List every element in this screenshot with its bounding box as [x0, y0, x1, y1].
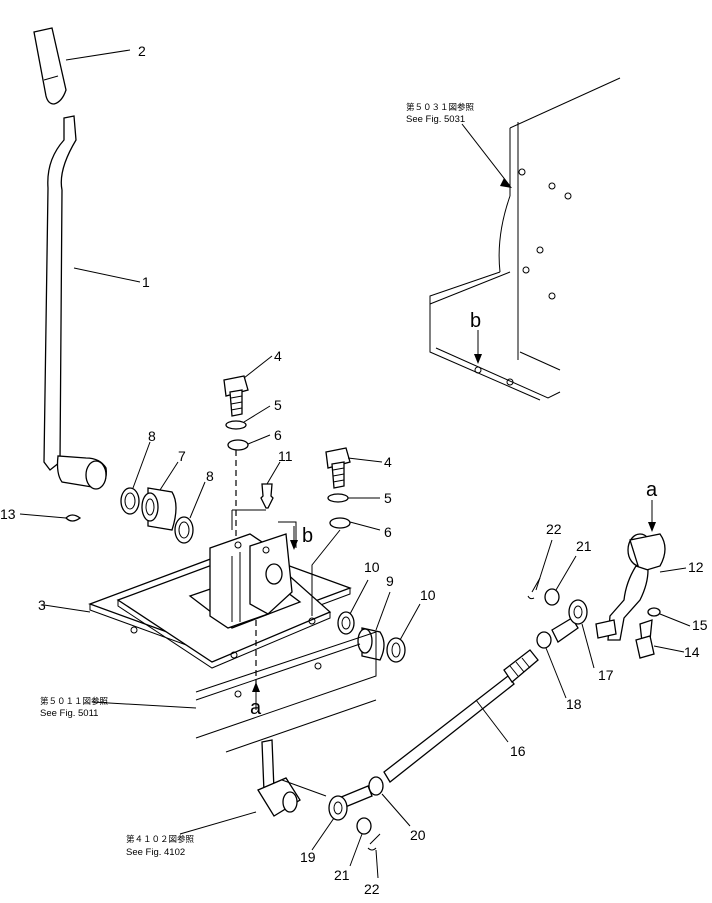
lock-washer-5-right — [327, 493, 349, 503]
nut-21-lower — [356, 817, 372, 835]
callout-3: 3 — [38, 597, 46, 613]
shift-lever — [43, 115, 107, 490]
callout-22-upper: 22 — [546, 521, 562, 537]
reference-letters: a a b b — [250, 310, 658, 719]
grease-fitting-11 — [260, 483, 274, 509]
bracket-housing — [188, 533, 302, 629]
lock-washer-5-upper — [225, 420, 247, 430]
washer-15 — [647, 607, 661, 617]
rod-end-17 — [551, 599, 588, 643]
lever-knob — [33, 27, 67, 105]
callout-1: 1 — [142, 274, 150, 290]
callout-20: 20 — [410, 827, 426, 843]
washer-6-upper — [227, 439, 249, 451]
control-rod-16 — [383, 649, 539, 783]
callout-15: 15 — [692, 617, 708, 633]
ref-4102-en: See Fig. 4102 — [126, 847, 185, 858]
bushing-9 — [357, 627, 385, 661]
callout-6-right: 6 — [384, 524, 392, 540]
callout-8-left: 8 — [148, 428, 156, 444]
figure-references: 第５０３１図参照 See Fig. 5031 第５０１１図参照 See Fig.… — [40, 102, 475, 858]
ref-5031-jp: 第５０３１図参照 — [406, 102, 475, 112]
bushing-10-left — [337, 611, 355, 635]
callout-12: 12 — [688, 559, 704, 575]
cotter-pin-22-lower — [367, 833, 381, 851]
callout-labels: 1 2 3 4 5 6 7 8 8 4 5 6 11 13 10 9 10 22… — [0, 43, 708, 897]
rod-end-19 — [328, 785, 373, 821]
nut-20 — [368, 776, 384, 796]
letter-b-plate: b — [302, 525, 313, 547]
callout-4-upper: 4 — [274, 348, 282, 364]
callout-21-lower: 21 — [334, 867, 350, 883]
callout-10-right: 10 — [420, 587, 436, 603]
callout-19: 19 — [300, 849, 316, 865]
cotter-pin-22-upper — [527, 577, 541, 600]
ref-5011-jp: 第５０１１図参照 — [40, 696, 109, 706]
callout-21-upper: 21 — [576, 538, 592, 554]
callout-6-upper: 6 — [274, 427, 282, 443]
callout-16: 16 — [510, 743, 526, 759]
callout-5-right: 5 — [384, 490, 392, 506]
bushing-10-right — [386, 637, 406, 663]
bolt-14 — [635, 619, 655, 659]
leader-lines — [19, 49, 691, 879]
cab-frame — [429, 77, 621, 401]
callout-2: 2 — [138, 43, 146, 59]
bolt-4-right — [325, 447, 351, 489]
callout-9: 9 — [386, 573, 394, 589]
callout-4-right: 4 — [384, 454, 392, 470]
callout-5-upper: 5 — [274, 397, 282, 413]
letter-a-top: a — [646, 479, 658, 501]
ref-5011-en: See Fig. 5011 — [40, 708, 98, 719]
callout-13: 13 — [0, 506, 16, 522]
callout-8-right: 8 — [206, 468, 214, 484]
ref-5031-en: See Fig. 5031 — [406, 114, 465, 125]
callout-14: 14 — [684, 644, 700, 660]
letter-a-bottom: a — [250, 697, 262, 719]
callout-11: 11 — [278, 448, 293, 464]
needle-bearing-7 — [141, 487, 177, 531]
ref-4102-jp: 第４１０２図参照 — [126, 834, 195, 844]
callout-17: 17 — [598, 667, 614, 683]
arrows — [252, 178, 656, 710]
nut-18 — [536, 631, 552, 649]
key-13 — [65, 514, 82, 522]
callout-7: 7 — [178, 448, 186, 464]
washer-6-right — [329, 517, 351, 529]
bushing-8-right — [174, 516, 194, 544]
callout-10-left: 10 — [364, 559, 380, 575]
callout-22-lower: 22 — [364, 881, 380, 897]
bushing-8-left — [120, 487, 140, 515]
lower-bracket — [257, 739, 327, 817]
bolt-4-upper — [223, 375, 249, 417]
letter-b-frame: b — [470, 310, 481, 332]
nut-21-upper — [544, 588, 560, 606]
arm-lever-12 — [595, 533, 666, 641]
callout-18: 18 — [566, 696, 582, 712]
floor-frame — [195, 631, 377, 753]
